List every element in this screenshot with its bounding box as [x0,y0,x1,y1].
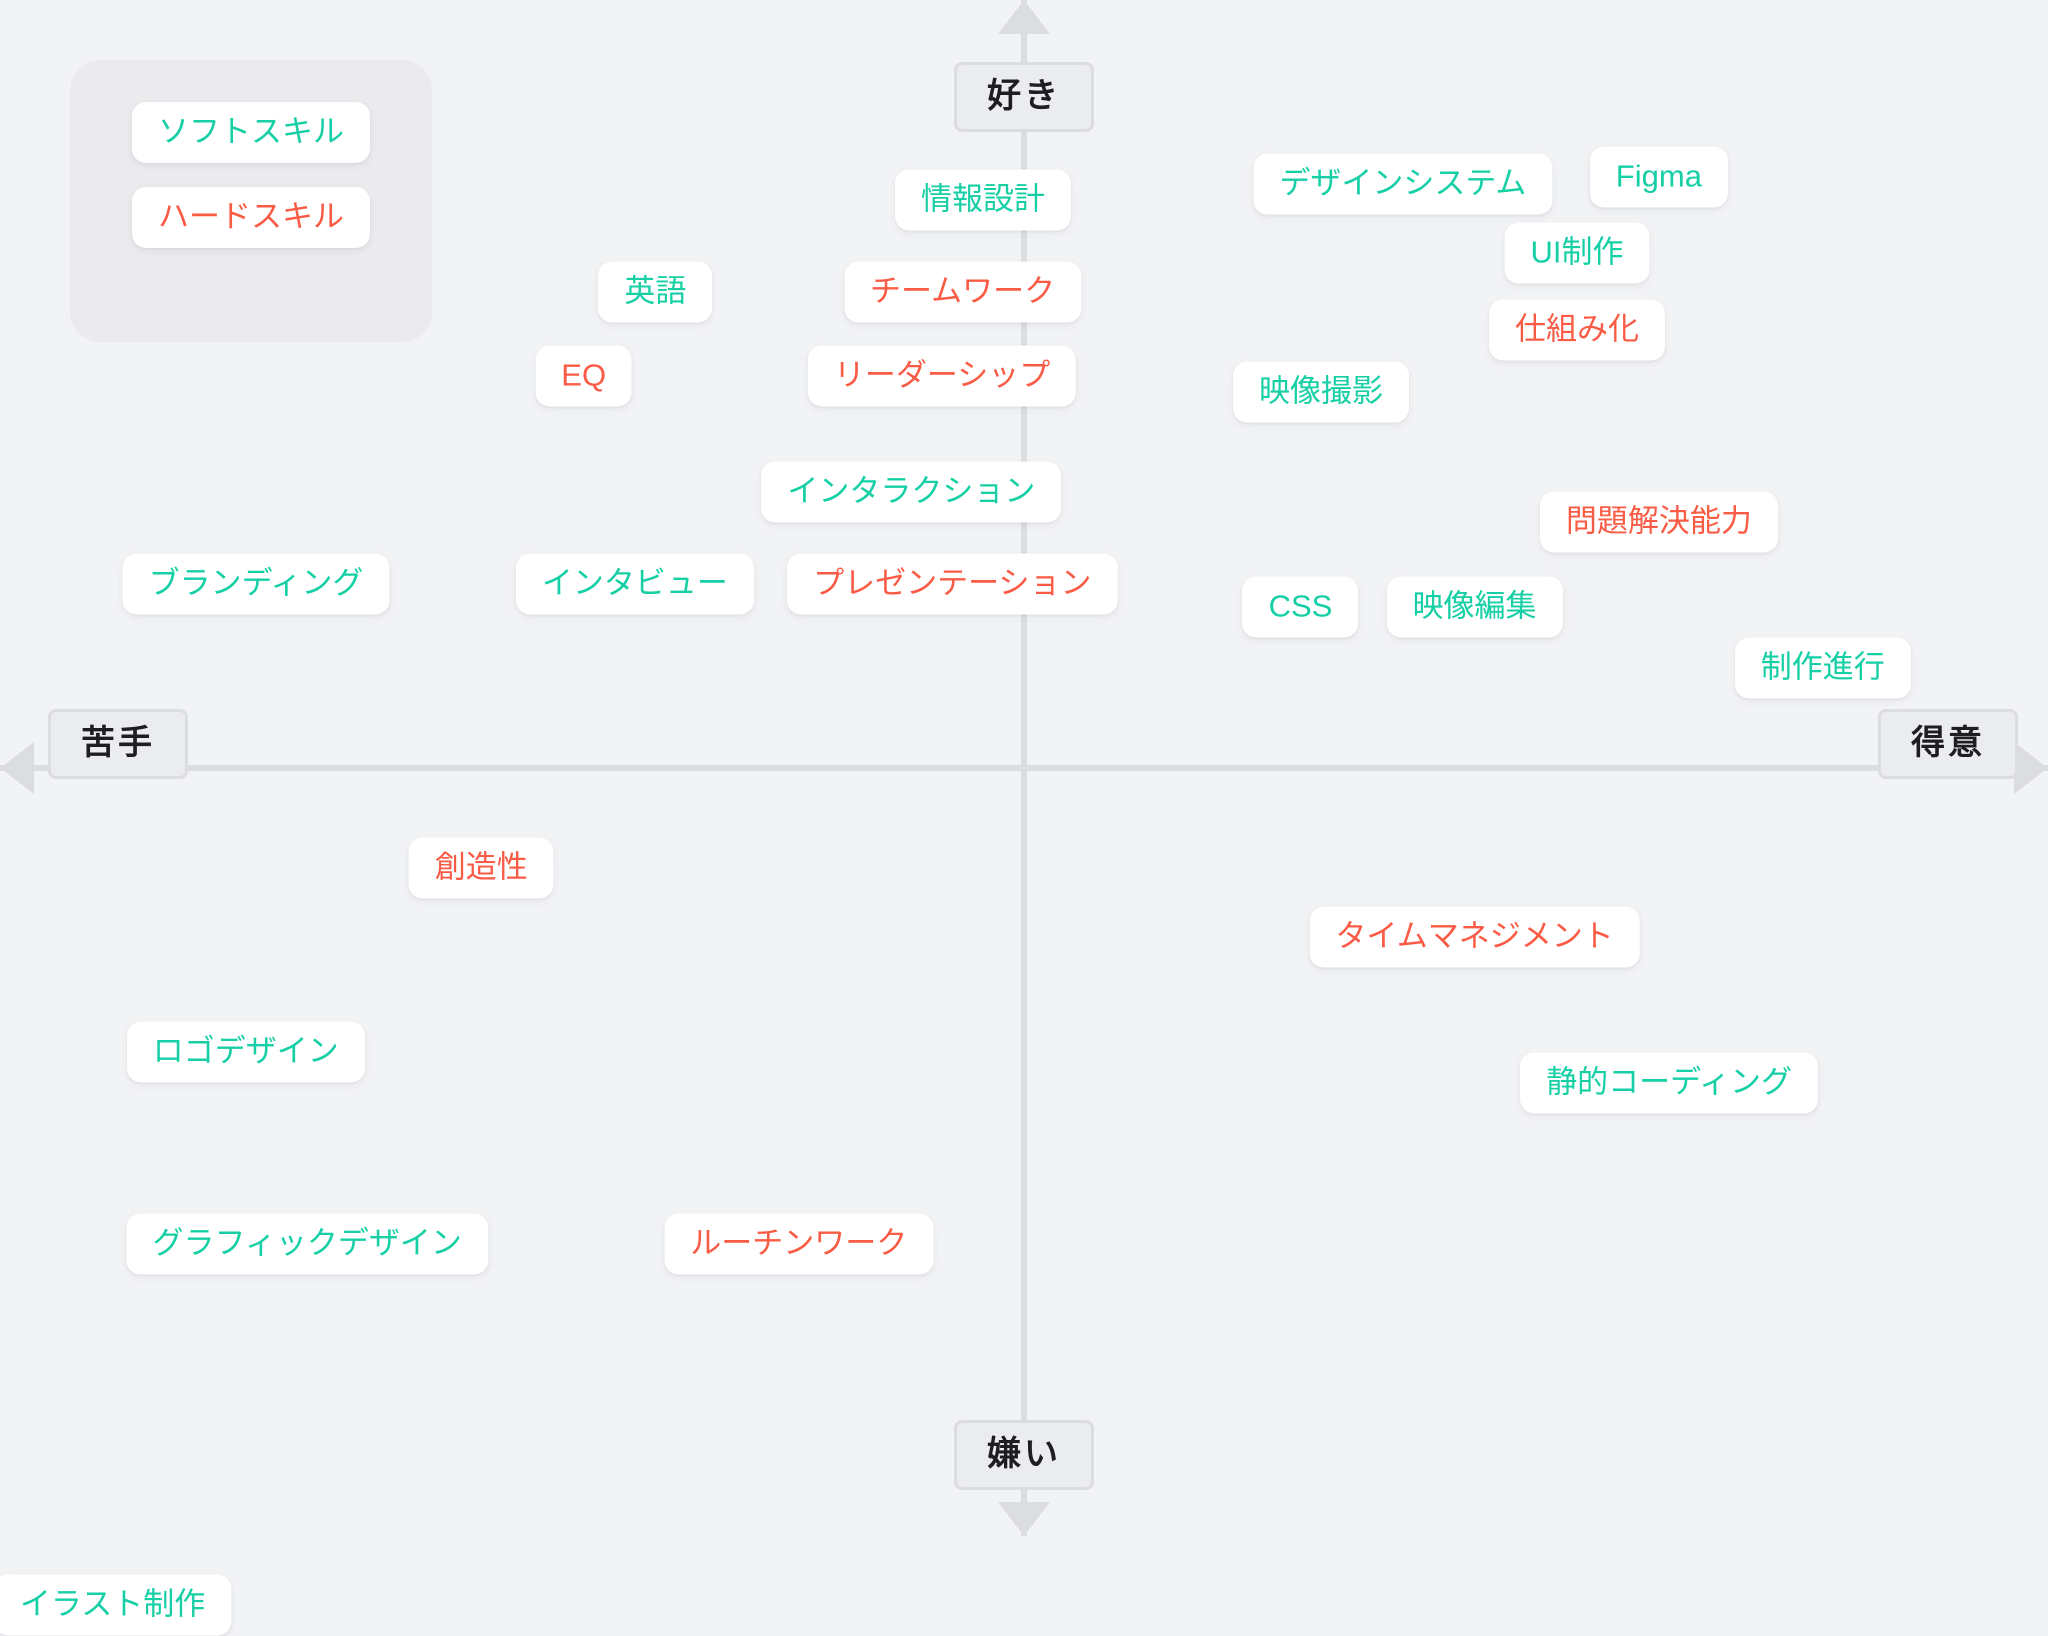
axis-arrow-left-icon [0,742,34,794]
skill-chip: インタラクション [761,461,1062,523]
skill-chip: グラフィックデザイン [126,1213,488,1275]
skill-chip: 映像撮影 [1232,361,1409,423]
skill-chip: リーダーシップ [807,345,1077,407]
skill-chip: 映像編集 [1386,576,1563,638]
skill-chip: タイムマネジメント [1309,906,1640,968]
skill-chip: 問題解決能力 [1539,491,1778,553]
axis-label-right: 得意 [1878,709,2018,779]
axis-arrow-right-icon [2014,742,2048,794]
skill-chip: CSS [1242,576,1359,638]
skill-chip: 制作進行 [1734,637,1911,699]
skill-chip: 静的コーディング [1520,1052,1819,1114]
skill-chip: UI制作 [1504,222,1650,284]
axis-label-bottom: 嫌い [954,1420,1094,1490]
skill-chip: ロゴデザイン [126,1021,365,1083]
skill-chip: チームワーク [844,261,1082,323]
legend-item-soft-skill: ソフトスキル [132,102,370,163]
skill-chip: 仕組み化 [1488,299,1665,361]
legend-item-hard-skill: ハードスキル [132,187,370,248]
skill-chip: EQ [535,345,633,407]
skill-chip: 創造性 [408,837,554,899]
skill-chip: ルーチンワーク [664,1213,934,1275]
skill-chip: 情報設計 [895,169,1072,231]
skill-chip: プレゼンテーション [787,553,1118,615]
axis-label-top: 好き [954,62,1094,132]
horizontal-axis-line [0,765,2048,771]
legend: ソフトスキル ハードスキル [70,60,432,342]
skill-chip: 英語 [598,261,713,323]
skill-chip: Figma [1589,146,1728,208]
axis-arrow-up-icon [998,0,1050,34]
skill-chip: ブランディング [122,553,390,615]
axis-arrow-down-icon [998,1502,1050,1536]
skill-chip: イラスト制作 [0,1574,232,1636]
axis-label-left: 苦手 [48,709,188,779]
skill-chip: デザインシステム [1253,153,1553,215]
skill-chip: インタビュー [515,553,754,615]
